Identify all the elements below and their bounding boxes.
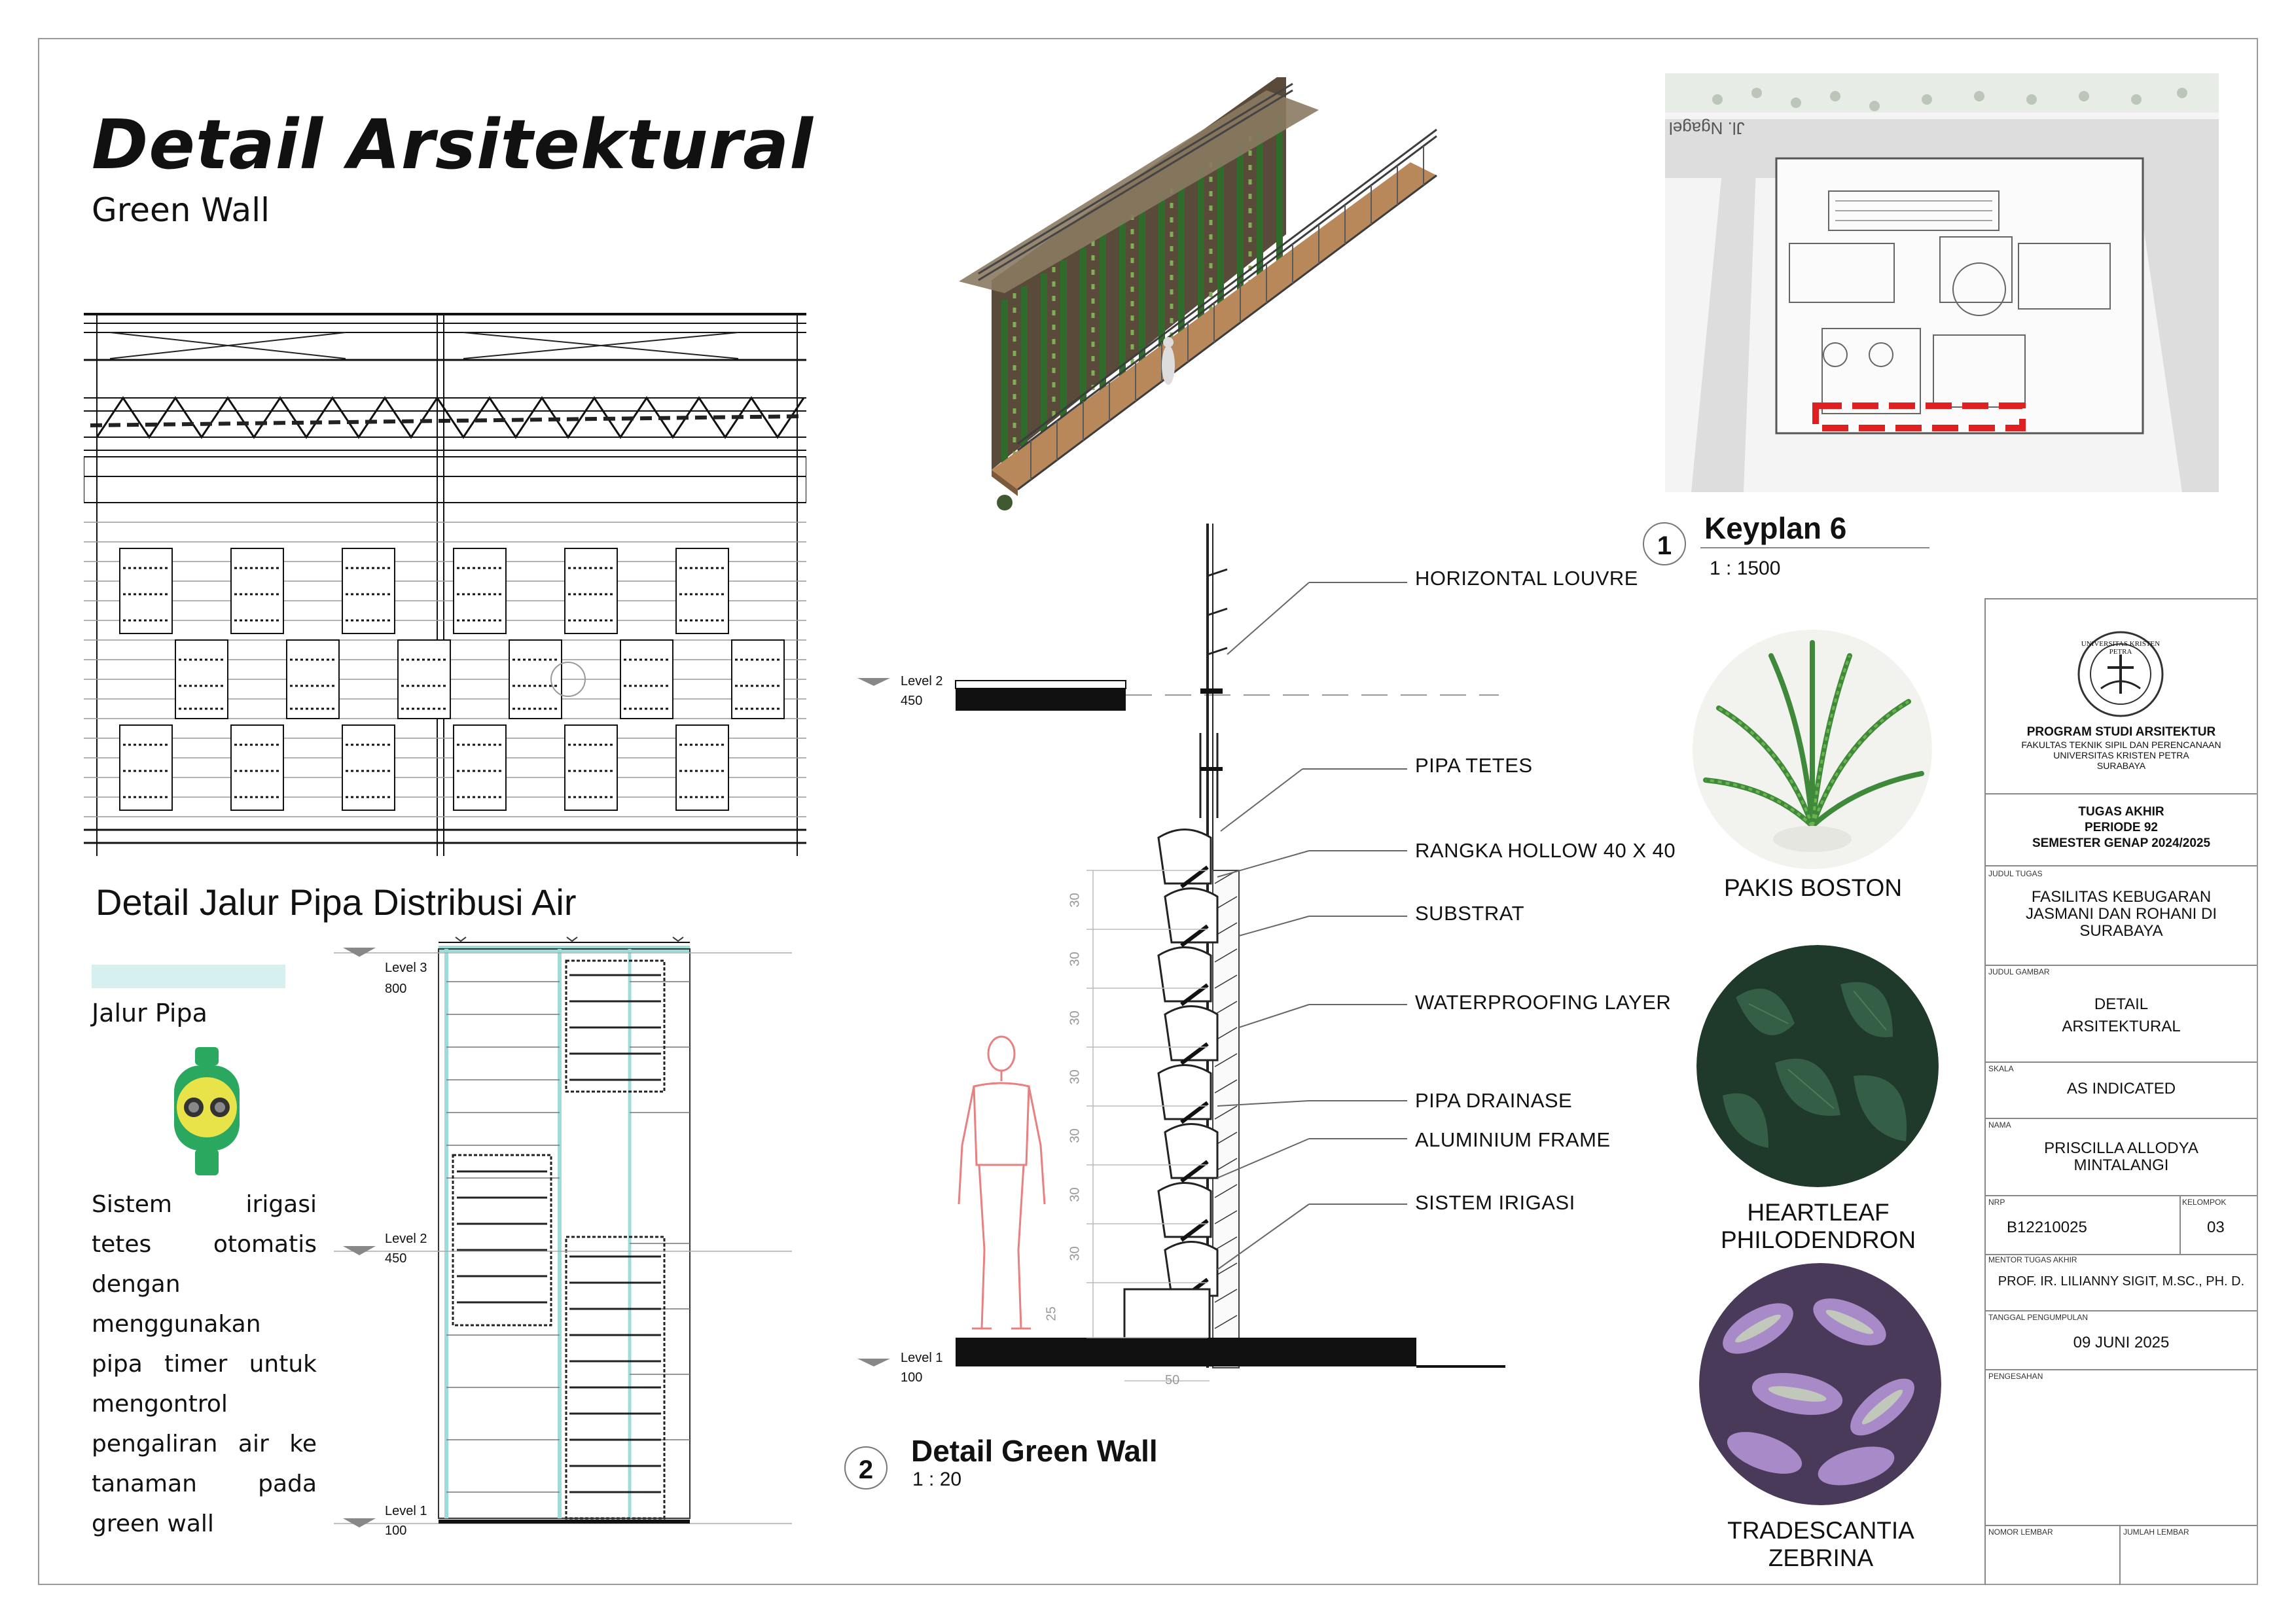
plant-photo-pakis-boston [1693,630,1932,869]
pipe-distribution-drawing [334,936,792,1527]
green-wall-section-drawing [857,524,1505,1382]
dim-6: 30 [1067,1187,1083,1202]
plant-label-pakis-boston: PAKIS BOSTON [1723,874,1903,901]
university-logo-text: UNIVERSITAS KRISTEN PETRA [2081,640,2161,656]
callout-substrat: SUBSTRAT [1415,902,1525,925]
tb-nama: PRISCILLA ALLODYA MINTALANGI [2044,1139,2198,1174]
tb-divider-7 [1984,1254,2257,1255]
callout-horizontal-louvre: HORIZONTAL LOUVRE [1415,567,1638,590]
green-wall-3d-render [959,77,1437,510]
callout-waterproofing: WATERPROOFING LAYER [1415,991,1672,1014]
tb-tanggal: 09 JUNI 2025 [2073,1334,2170,1351]
section-level-1-value: 100 [901,1370,923,1385]
callout-pipa-tetes: PIPA TETES [1415,754,1533,777]
tb-nama-label: NAMA [1988,1120,2011,1130]
tb-assignment-2: PERIODE 92 [2085,821,2158,834]
title-block [1984,598,2257,1585]
tb-tanggal-label: TANGGAL PENGUMPULAN [1988,1313,2089,1322]
green-wall-elevation-drawing [84,313,806,856]
pipe-level-2-value: 450 [385,1251,407,1266]
tb-divider-8 [1984,1310,2257,1311]
tb-jumlah-lembar-label: JUMLAH LEMBAR [2123,1527,2189,1537]
section-number-circle [844,1446,888,1489]
tb-lembar-divider [2119,1525,2121,1585]
callout-pipa-drainase: PIPA DRAINASE [1415,1089,1573,1112]
tb-mentor: PROF. IR. LILIANNY SIGIT, M.SC., PH. D. [1998,1274,2245,1289]
keyplan-scale: 1 : 1500 [1710,558,1781,579]
pipe-level-3-value: 800 [385,982,407,996]
section-title: Detail Green Wall [911,1434,1158,1468]
keyplan-street-label: Jl. Ngagel [1669,118,1745,138]
tb-pengesahan-label: PENGESAHAN [1988,1372,2043,1381]
plant-photo-tradescantia-zebrina [1699,1263,1941,1505]
tb-faculty: FAKULTAS TEKNIK SIPIL DAN PERENCANAAN [2021,740,2221,750]
tb-divider-5 [1984,1118,2257,1119]
tb-assignment-1: TUGAS AKHIR [2078,805,2164,819]
sheet-frame [38,38,2258,1585]
callout-rangka-hollow: RANGKA HOLLOW 40 X 40 [1415,839,1676,862]
pipe-section-title: Detail Jalur Pipa Distribusi Air [96,882,577,923]
tb-nrp-label: NRP [1988,1198,2005,1207]
page-title: Detail Arsitektural [92,105,814,185]
pipe-level-1-name: Level 1 [385,1504,427,1518]
tb-divider-9 [1984,1369,2257,1370]
keyplan-number-circle [1643,522,1686,565]
keyplan-title: Keyplan 6 [1704,511,1847,545]
tb-kelompok-label: KELOMPOK [2182,1198,2227,1207]
tb-program: PROGRAM STUDI ARSITEKTUR [2026,725,2216,739]
callout-aluminium-frame: ALUMINIUM FRAME [1415,1128,1611,1151]
water-timer-icon [174,1047,240,1175]
dim-bottom: 50 [1165,1373,1180,1387]
tb-skala-label: SKALA [1988,1064,2014,1073]
dim-8: 25 [1044,1306,1059,1321]
tb-divider-1 [1984,793,2257,794]
section-level-1-name: Level 1 [901,1351,943,1365]
page-subtitle: Green Wall [92,191,270,229]
section-number: 2 [858,1455,874,1484]
tb-city: SURABAYA [2096,760,2146,771]
dim-2: 30 [1067,952,1083,967]
dim-3: 30 [1067,1010,1083,1026]
keyplan-number: 1 [1657,531,1672,560]
plant-label-tradescantia-zebrina: TRADESCANTIA ZEBRINA [1727,1517,1914,1571]
tb-kelompok: 03 [2207,1219,2225,1236]
callout-sistem-irigasi: SISTEM IRIGASI [1415,1191,1575,1214]
dim-4: 30 [1067,1069,1083,1084]
tb-judul-tugas-label: JUDUL TUGAS [1988,869,2043,878]
pipe-level-1-value: 100 [385,1524,407,1538]
tb-judul-tugas: FASILITAS KEBUGARAN JASMANI DAN ROHANI D… [2025,888,2217,940]
keyplan-title-underline [1700,547,1929,548]
pipe-level-2-name: Level 2 [385,1232,427,1246]
dim-7: 30 [1067,1246,1083,1261]
dim-5: 30 [1067,1128,1083,1143]
tb-nomor-lembar-label: NOMOR LEMBAR [1988,1527,2053,1537]
plant-photo-heartleaf-philodendron [1696,945,1939,1187]
tb-divider-10 [1984,1525,2257,1526]
tb-divider-3 [1984,965,2257,966]
tb-divider-4 [1984,1061,2257,1063]
university-logo [2077,631,2164,717]
pipe-legend-label: Jalur Pipa [92,999,207,1027]
tb-divider-6 [1984,1195,2257,1196]
keyplan-site-map [1665,73,2219,492]
section-level-2-name: Level 2 [901,674,943,688]
tb-mentor-label: MENTOR TUGAS AKHIR [1988,1255,2077,1264]
tb-skala: AS INDICATED [2066,1080,2176,1097]
plant-label-heartleaf-philodendron: HEARTLEAF PHILODENDRON [1720,1199,1916,1253]
tb-judul-gambar-label: JUDUL GAMBAR [1988,967,2050,976]
section-scale: 1 : 20 [912,1469,962,1490]
pipe-legend-swatch [92,965,285,988]
irrigation-description: Sistem irigasi tetes otomatis dengan men… [92,1191,317,1537]
section-level-2-value: 450 [901,694,923,708]
tb-judul-gambar: DETAIL ARSITEKTURAL [2062,995,2181,1035]
tb-divider-2 [1984,865,2257,866]
tb-university: UNIVERSITAS KRISTEN PETRA [2053,750,2189,760]
tb-nrp: B12210025 [2007,1219,2087,1236]
tb-kelompok-divider [2179,1195,2181,1255]
dim-1: 30 [1067,893,1083,908]
pipe-level-3-name: Level 3 [385,961,427,975]
tb-assignment-3: SEMESTER GENAP 2024/2025 [2032,836,2211,850]
